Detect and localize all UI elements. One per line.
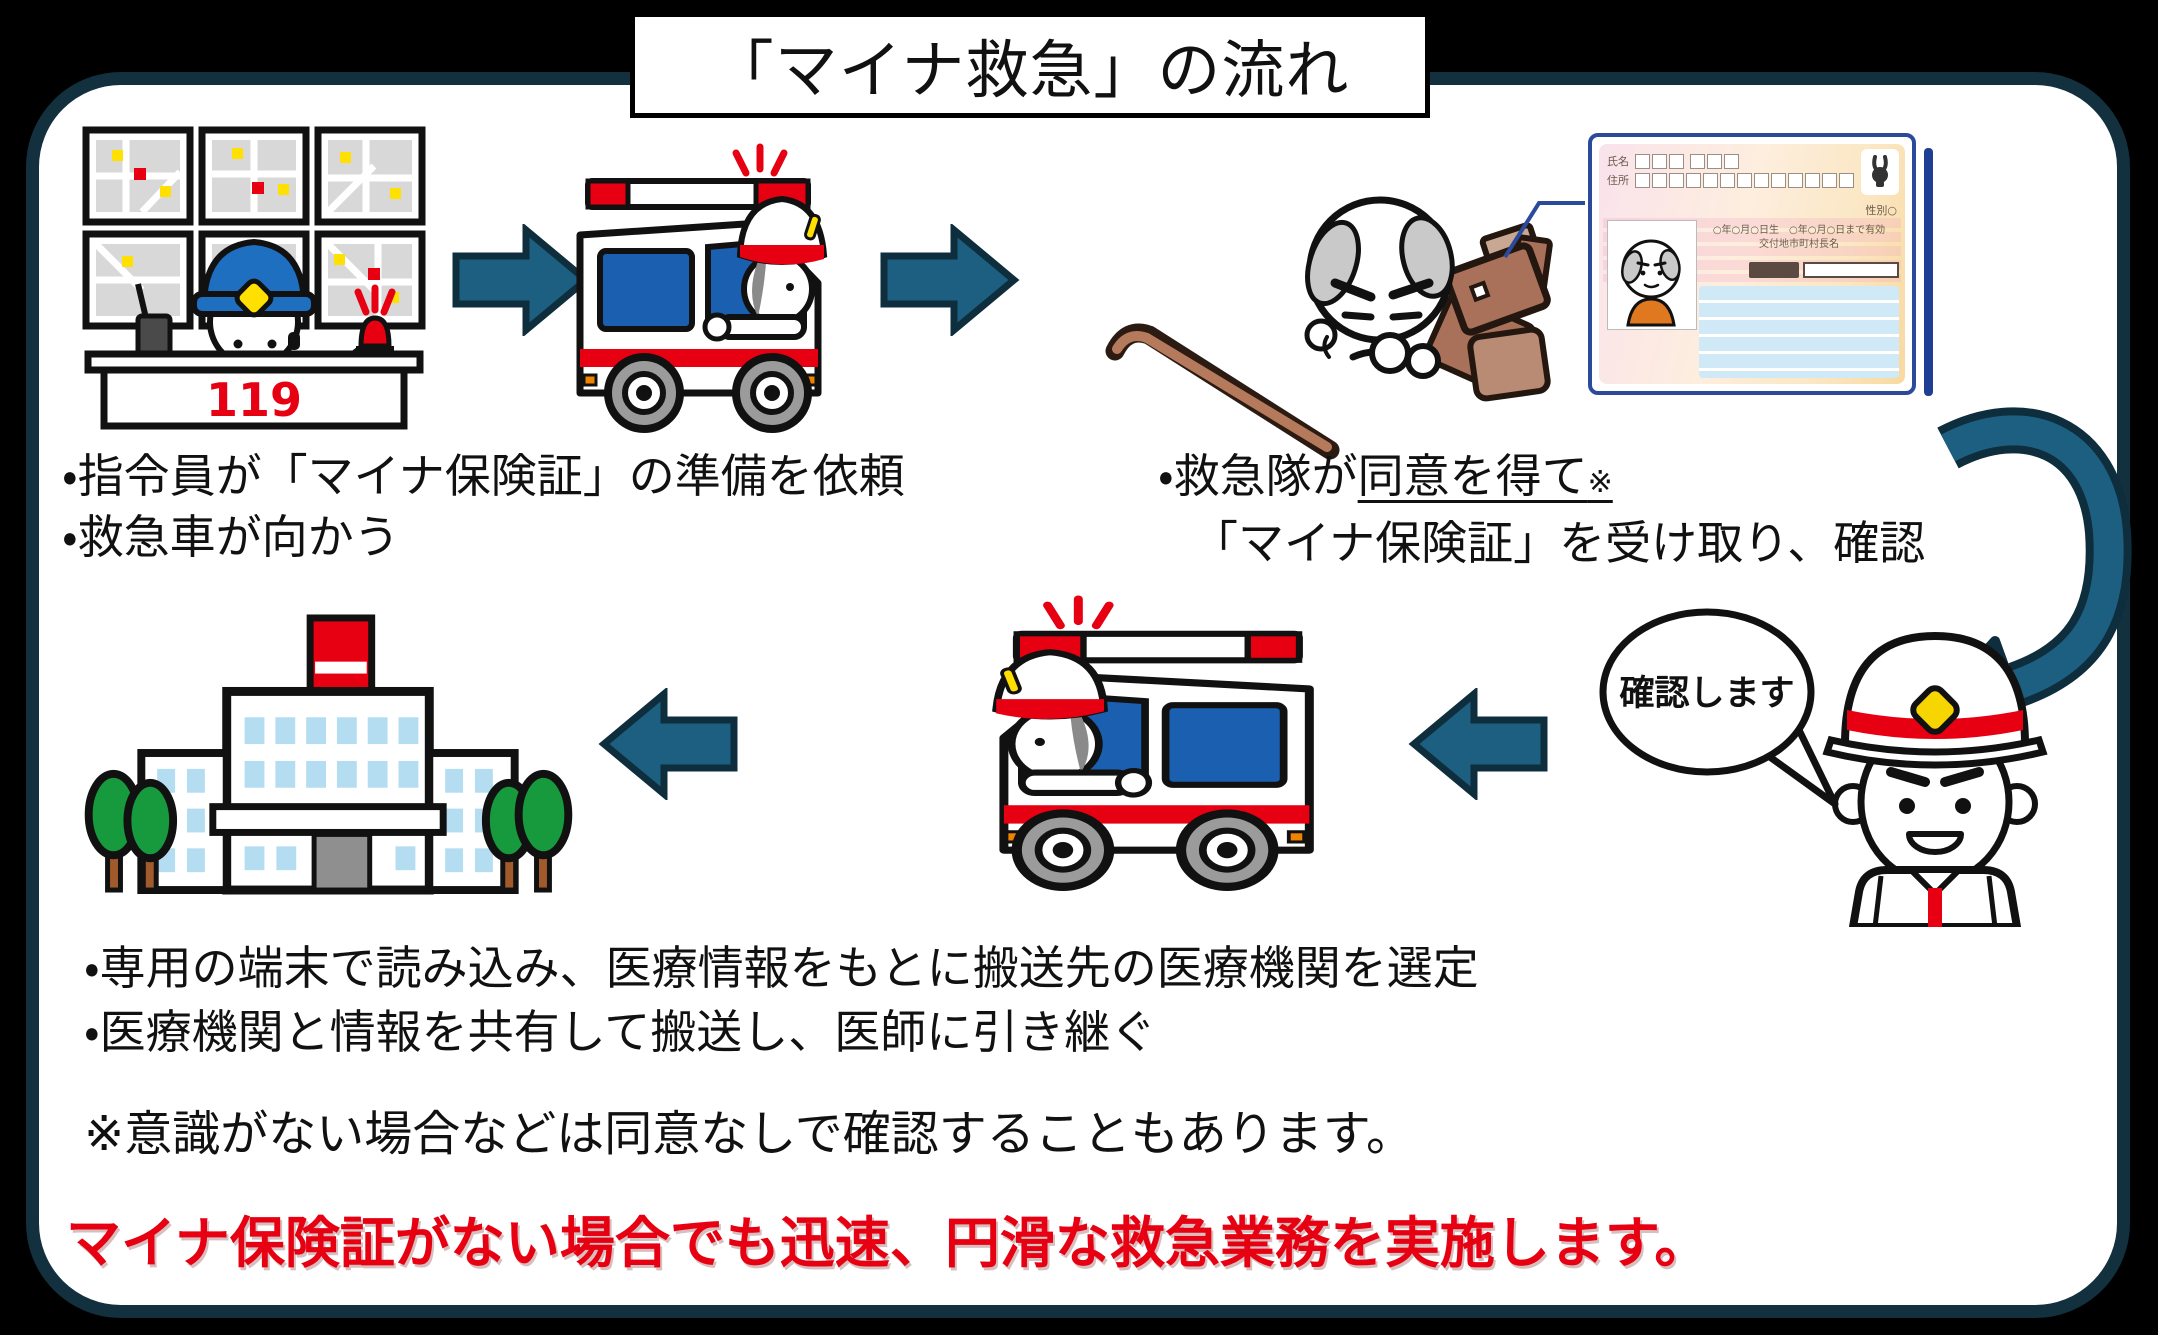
hospital-door	[311, 831, 373, 893]
reference-mark: ※	[1587, 465, 1613, 500]
ambulance-left-illustration	[992, 595, 1314, 891]
second-card-edge	[1924, 148, 1933, 396]
flow-arrow-right-icon-1	[452, 224, 592, 336]
walking-cane-icon	[1105, 323, 1340, 460]
hospital-illustration	[84, 614, 573, 895]
card-gender-label: 性別○	[1865, 204, 1897, 217]
speech-bubble: 確認します	[1599, 608, 1839, 808]
crew-firefighter-in-window	[992, 649, 1153, 798]
bottom-message: マイナ保険証がない場合でも迅速、円滑な救急業務を実施します。	[66, 1211, 1710, 1275]
dispatch-center-illustration: 119	[82, 126, 426, 430]
step3-line1: ・専用の端末で読み込み、医療情報をもとに搬送先の医療機関を選定	[84, 941, 1479, 995]
siren-flash-icon	[732, 143, 788, 177]
emergency-number-119: 119	[206, 373, 302, 427]
card-blue-stripes	[1699, 286, 1899, 378]
card-photo	[1607, 220, 1697, 330]
crew-firefighter-in-window	[702, 195, 828, 342]
ambulance-right-illustration	[576, 143, 828, 433]
wheels	[604, 353, 812, 433]
dispatch-desk: 119	[84, 350, 424, 430]
alarm-beacon-icon	[354, 284, 396, 354]
step3-text: ・専用の端末で読み込み、医療情報をもとに搬送先の医療機関を選定 ・医療機関と情報…	[84, 936, 1479, 1064]
step1-line2: ・救急車が向かう	[62, 510, 400, 564]
note-text: ※意識がない場合などは同意なしで確認することもあります。	[84, 1106, 1414, 1162]
step1-line1: ・指令員が「マイナ保険証」の準備を依頼	[62, 449, 905, 503]
wallet-icon	[1443, 222, 1553, 336]
page-title-text: 「マイナ救急」の流れ	[710, 33, 1350, 107]
step2-text: ・救急隊が同意を得て※ 「マイナ保険証」を受け取り、確認	[1158, 446, 1925, 574]
hospital-canopy	[209, 803, 447, 836]
flow-arrow-left-icon-2	[1408, 688, 1548, 800]
step2-line2: 「マイナ保険証」を受け取り、確認	[1192, 516, 1926, 570]
step3-line2: ・医療機関と情報を共有して搬送し、医師に引き継ぐ	[84, 1005, 1157, 1059]
card-issuer: 交付地市町村長名	[1759, 239, 1839, 250]
card-name-label: 氏名	[1607, 155, 1629, 168]
card-address-boxes	[1635, 172, 1854, 188]
card-birth-validity: ○年○月○日生 ○年○月○日まで有効	[1712, 225, 1886, 236]
collapsed-elderly-person-illustration	[1105, 196, 1585, 460]
card-callout-line	[1503, 201, 1585, 259]
tree-icons	[84, 769, 573, 893]
hospital-sign	[306, 614, 376, 697]
firefighter-icon	[1822, 631, 2048, 927]
siren-flash-icon	[1043, 595, 1114, 630]
step2-line1: ・救急隊が同意を得て※	[1158, 449, 1613, 503]
firefighter-confirm-illustration: 確認します	[1599, 608, 2048, 927]
elderly-head-icon	[1304, 196, 1455, 379]
flow-arrow-right-icon-2	[880, 224, 1020, 336]
page-title: 「マイナ救急」の流れ	[630, 12, 1430, 118]
fire-helmet-icon	[1822, 631, 2048, 769]
card-number-plate	[1749, 262, 1899, 278]
step1-text: ・指令員が「マイナ保険証」の準備を依頼 ・救急車が向かう	[62, 446, 905, 568]
flow-arrow-left-icon-1	[598, 688, 738, 800]
myna-chan-mascot-icon	[1861, 149, 1899, 195]
myna-insurance-card: 氏名 住所 性別○	[1588, 133, 1916, 395]
speech-bubble-text: 確認します	[1619, 674, 1794, 714]
card-name-boxes	[1635, 153, 1684, 169]
wheels	[1011, 809, 1279, 891]
card-address-label: 住所	[1607, 174, 1629, 187]
